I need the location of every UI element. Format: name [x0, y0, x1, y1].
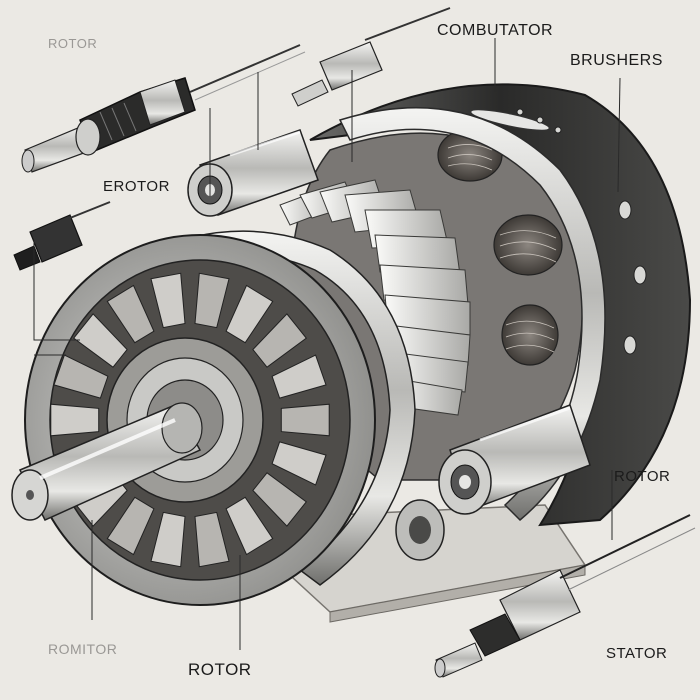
- middle-frame-ring: [338, 106, 606, 522]
- exploded-rotor-top-left: [21, 44, 306, 173]
- stator-teeth: [50, 272, 330, 568]
- stator-tooth: [280, 403, 330, 437]
- leader-lines: [33, 38, 621, 650]
- stator-tooth: [271, 354, 327, 399]
- stator-tooth: [194, 511, 230, 568]
- stator-tooth: [50, 403, 100, 437]
- stator-tooth: [252, 313, 308, 368]
- stator-tooth: [106, 284, 155, 344]
- exploded-brush-holder-top: [291, 7, 451, 107]
- label-rotor-bottom: ROTOR: [188, 660, 252, 679]
- label-stator: STATOR: [606, 645, 668, 662]
- rear-coils: [437, 128, 563, 366]
- stator-tooth: [72, 313, 128, 368]
- label-rotor-top-left: ROTOR: [48, 36, 98, 51]
- stator-tooth: [225, 284, 274, 344]
- label-rotor-left: EROTOR: [103, 178, 170, 195]
- commutator-segments: [279, 179, 471, 416]
- stator-tooth: [150, 511, 186, 568]
- stator-tooth: [271, 441, 327, 486]
- lower-bearing: [395, 404, 591, 561]
- output-shaft: [11, 402, 203, 521]
- stator-tooth: [106, 496, 155, 556]
- rear-housing: [309, 83, 692, 527]
- stator-tooth: [252, 472, 308, 527]
- label-brushes: BRUSHERS: [570, 52, 663, 69]
- label-commutator: COMBUTATOR: [437, 22, 554, 39]
- stator-tooth: [194, 272, 230, 329]
- exploded-brush-left: [13, 201, 111, 271]
- label-rotor-right: ROTOR: [614, 468, 671, 485]
- stator-tooth: [225, 496, 274, 556]
- label-rotor-bottom-left: ROMITOR: [48, 641, 118, 657]
- stator-tooth: [150, 272, 186, 329]
- exploded-shaft-bottom-right: [434, 514, 696, 678]
